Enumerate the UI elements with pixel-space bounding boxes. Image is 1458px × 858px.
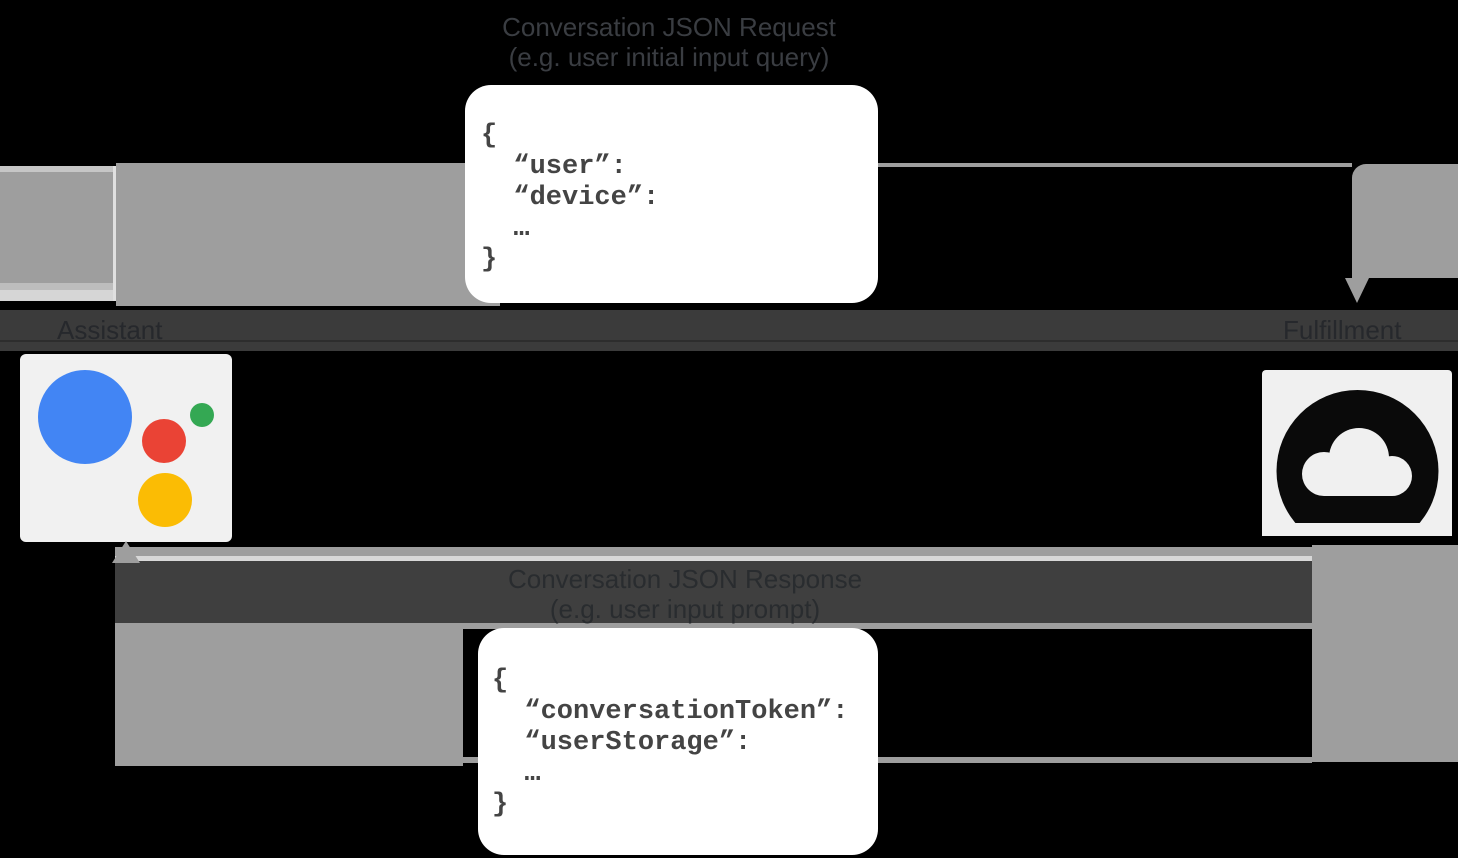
cloud-icon (1262, 390, 1452, 552)
arrow-segment-divider (113, 166, 116, 301)
request-arrow-body (116, 163, 500, 306)
assistant-yellow-dot (138, 473, 192, 527)
arrow-highlight-stripe (0, 283, 113, 290)
request-title: Conversation JSON Request (e.g. user ini… (329, 12, 1009, 72)
request-arrow-right-block (1352, 164, 1458, 278)
request-title-line2: (e.g. user initial input query) (508, 42, 830, 72)
assistant-label: Assistant (57, 315, 163, 345)
response-arrow-body (115, 629, 463, 766)
request-json-code: { “user”: “device”: … } (481, 121, 660, 275)
assistant-node (20, 354, 232, 542)
arrow-highlight-stripe (0, 290, 113, 301)
response-arrow-bottom-line (460, 757, 1312, 763)
fulfillment-label: Fulfillment (1283, 315, 1402, 345)
request-arrow-tail (0, 166, 113, 301)
response-arrow-mid-strip (115, 623, 1312, 629)
fulfillment-node (1262, 370, 1452, 552)
request-arrowhead-down-icon (1345, 278, 1369, 303)
assistant-green-dot (190, 403, 214, 427)
node-label-band: Assistant Fulfillment (0, 310, 1458, 351)
response-title-line1: Conversation JSON Response (507, 564, 863, 594)
response-arrowhead-up-icon (112, 541, 140, 563)
response-json-code: { “conversationToken”: “userStorage”: … … (492, 666, 849, 820)
request-arrow-line (460, 163, 1352, 167)
response-arrow-right-column (1312, 545, 1458, 762)
band-hairline (0, 340, 1458, 342)
response-json-box: { “conversationToken”: “userStorage”: … … (478, 628, 878, 855)
assistant-red-dot (142, 419, 186, 463)
response-title-band (115, 561, 1312, 623)
assistant-blue-dot (38, 370, 132, 464)
response-arrow-light-edge (115, 556, 1312, 561)
arrow-highlight-stripe (0, 166, 113, 172)
response-title-line2: (e.g. user input prompt) (549, 594, 821, 624)
request-title-line1: Conversation JSON Request (502, 12, 836, 42)
response-arrow-top-strip (115, 547, 1312, 556)
response-title: Conversation JSON Response (e.g. user in… (345, 564, 1025, 624)
request-json-box: { “user”: “device”: … } (465, 85, 878, 303)
